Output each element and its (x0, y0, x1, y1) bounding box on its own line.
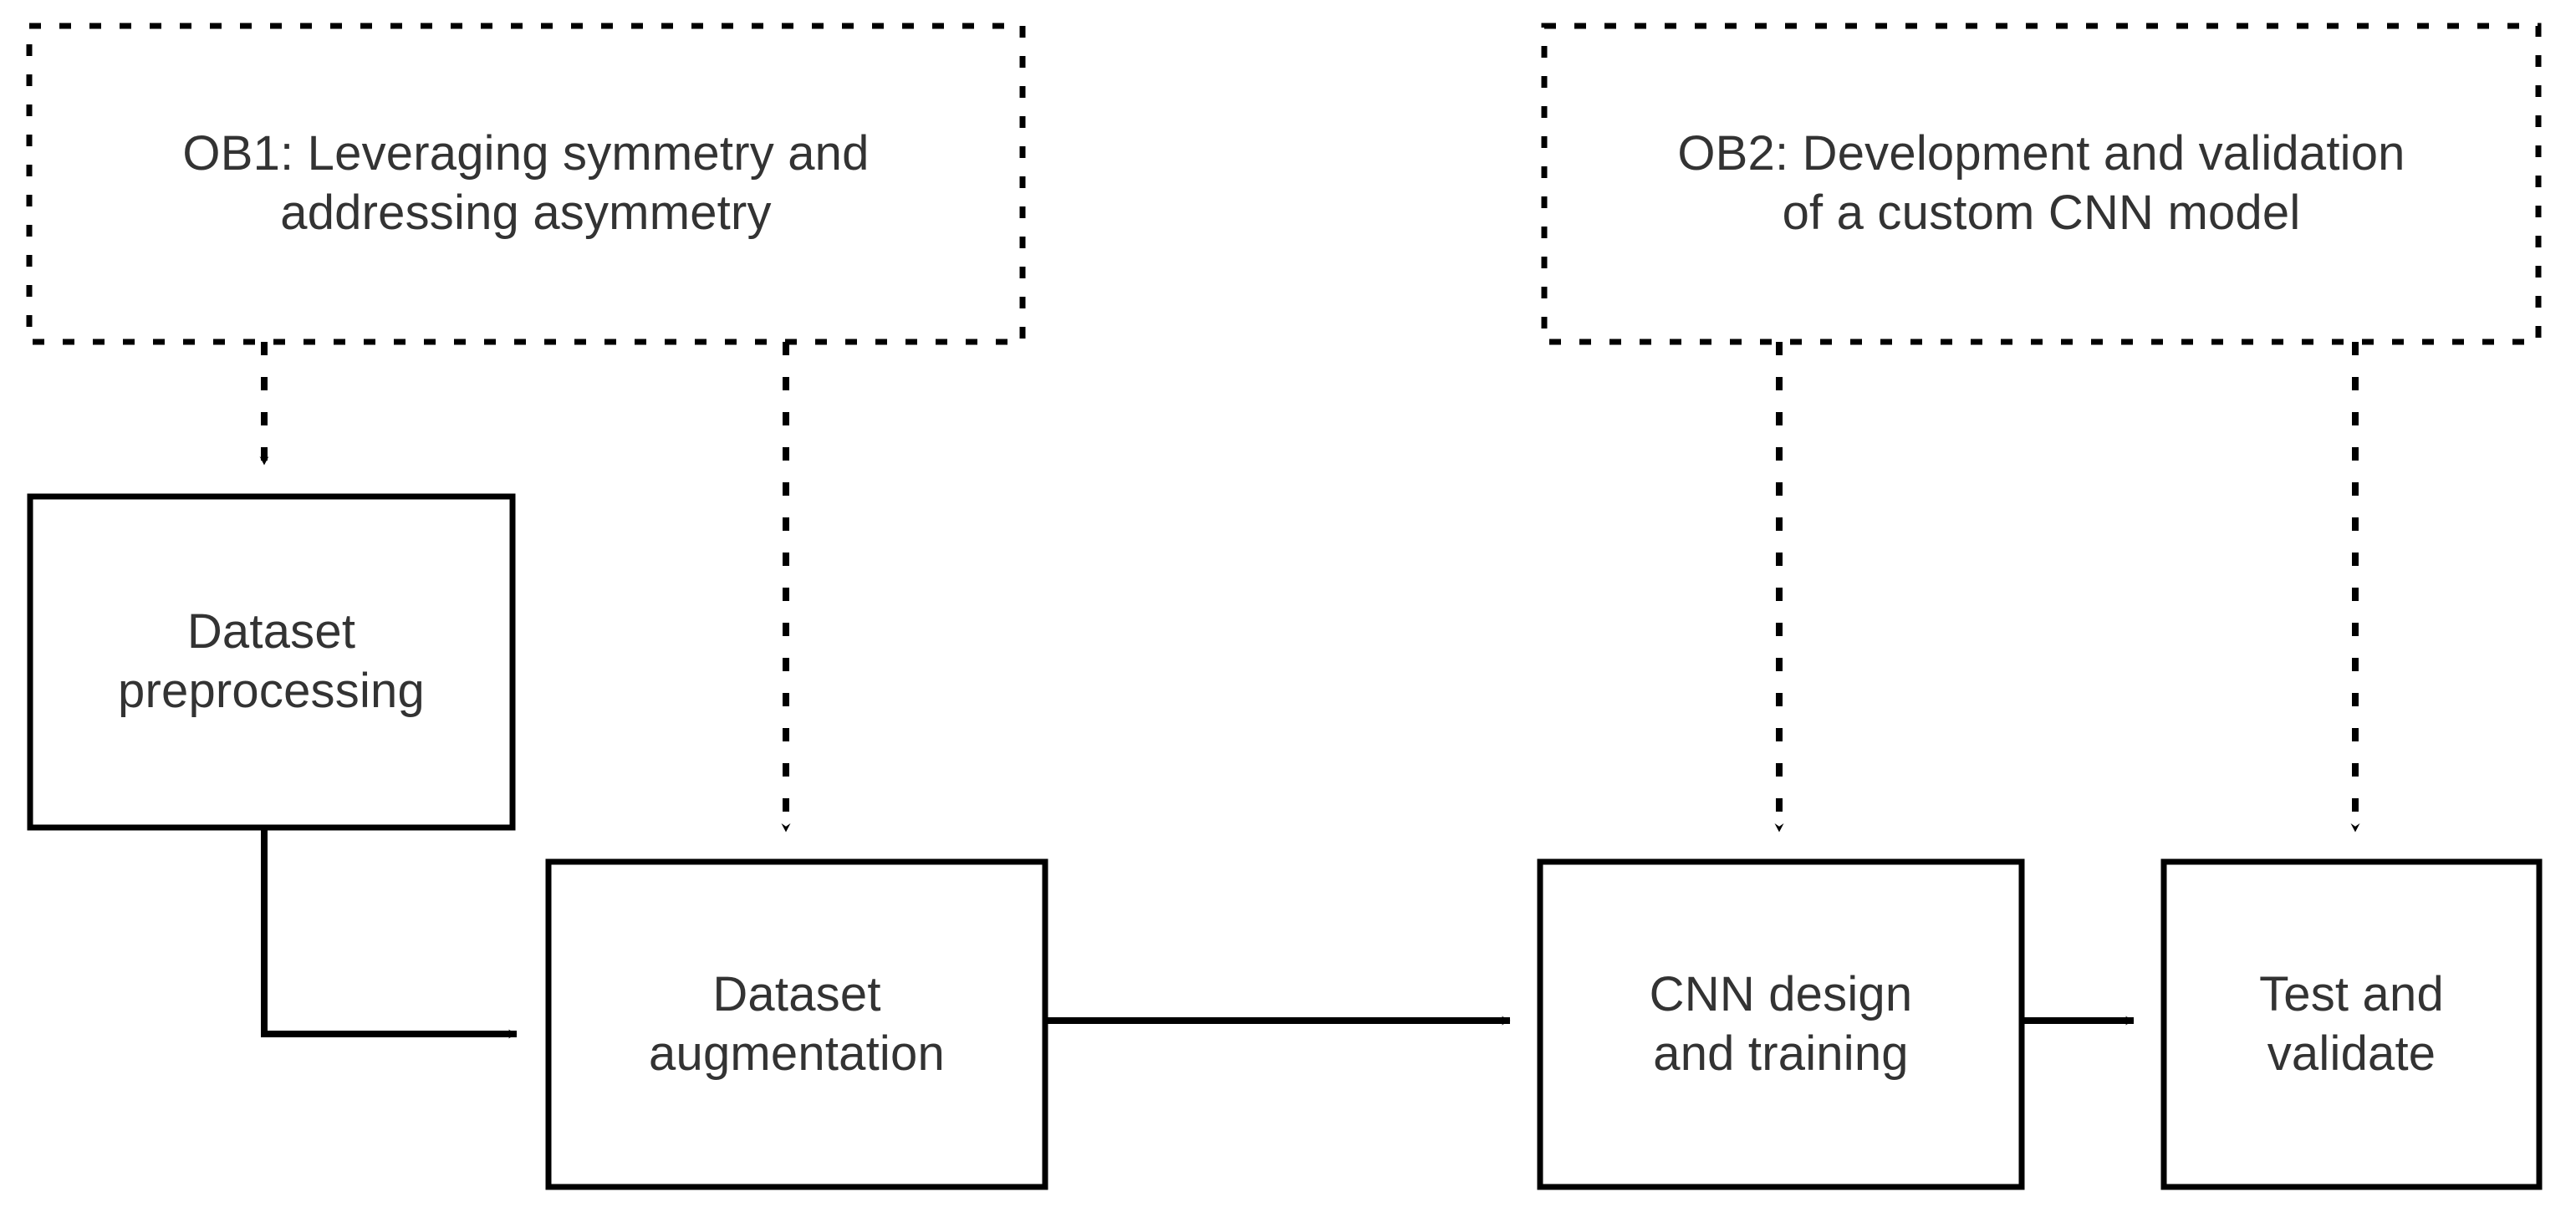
process-box-test-and-validate (2160, 858, 2543, 1190)
objective-box-ob2 (1541, 23, 2542, 345)
objective-box-ob1 (26, 23, 1026, 345)
process-box-cnn-design-and-training (1537, 858, 2025, 1190)
process-box-dataset-preprocessing (27, 493, 516, 831)
process-box-dataset-augmentation (545, 858, 1048, 1190)
connector-dataset-preprocessing-to-dataset-augmentation (261, 828, 518, 1039)
